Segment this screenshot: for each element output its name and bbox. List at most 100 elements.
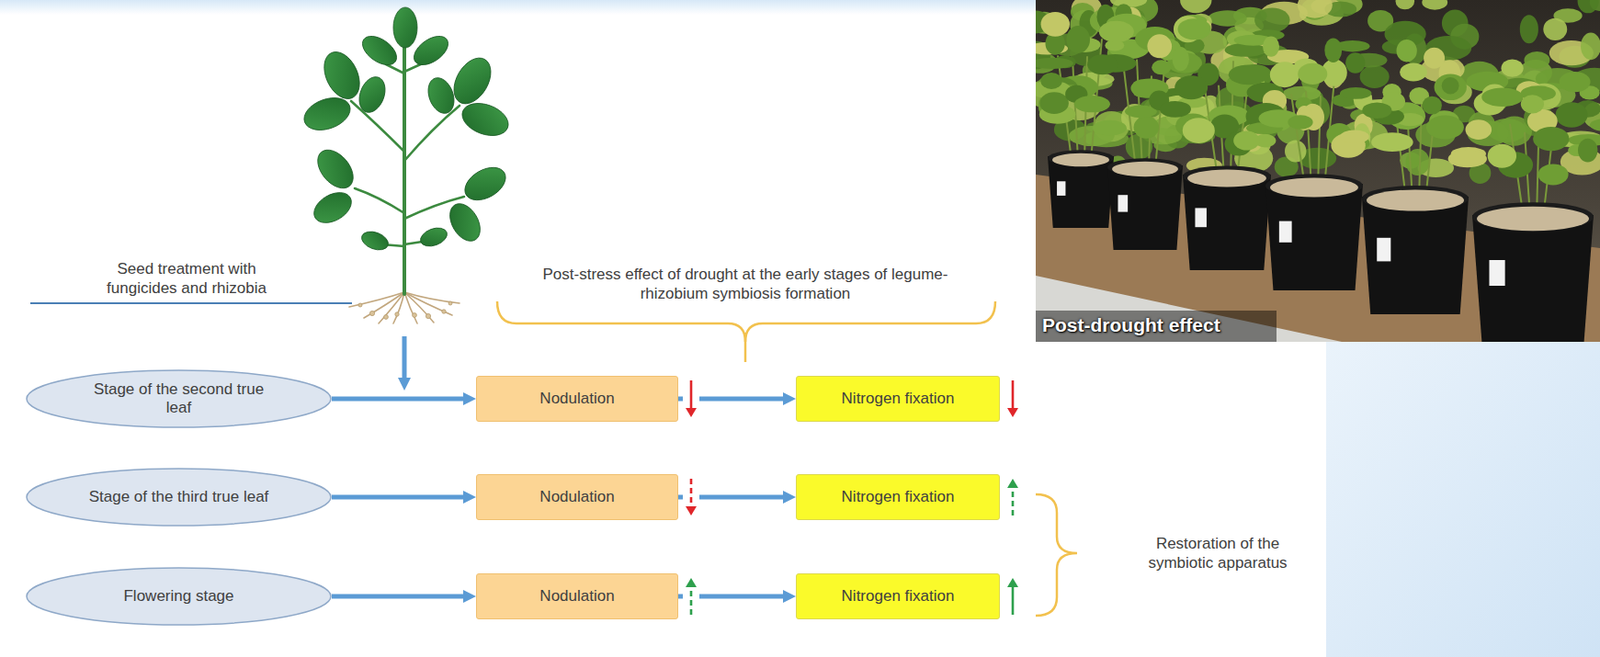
photo-leaf — [1040, 72, 1062, 90]
photo-leaf — [1399, 62, 1428, 81]
photo-leaf — [1371, 132, 1414, 152]
photo-pot — [1361, 196, 1469, 315]
indicator-shaft — [690, 380, 693, 409]
photo-leaf — [1523, 51, 1550, 69]
pot-rim — [1265, 173, 1363, 197]
nodulation-box: Nodulation — [476, 474, 679, 521]
indicator-head — [685, 506, 697, 516]
photo-leaf — [1074, 95, 1111, 113]
node-text: Nodulation — [539, 587, 614, 606]
fixation-box: Nitrogen fixation — [795, 474, 1000, 521]
photo-leaf — [1297, 0, 1333, 19]
pot-rim — [1472, 202, 1594, 232]
photo-leaf — [1361, 102, 1392, 119]
pot-soil — [1187, 169, 1267, 187]
photo-leaf — [1151, 59, 1171, 75]
photo-leaf — [1041, 11, 1070, 37]
photo-leaf — [1180, 0, 1212, 13]
photo-leaf — [1345, 52, 1365, 74]
side-panel — [1326, 341, 1600, 657]
photo-leaf — [1287, 114, 1313, 129]
indicator-head — [685, 578, 697, 588]
photo-leaf — [1481, 87, 1523, 107]
photo-leaf — [1543, 18, 1567, 41]
photo-stem — [1072, 58, 1079, 160]
stage-ellipse: Flowering stage — [25, 567, 332, 626]
photo-leaf — [1577, 138, 1598, 163]
photo-leaf — [1532, 126, 1569, 151]
photo-leaf — [1099, 21, 1135, 43]
photo-leaf — [1174, 75, 1208, 100]
bracket-tick — [744, 332, 748, 363]
pot-soil — [1270, 177, 1359, 197]
photo-pot — [1182, 174, 1271, 271]
seed-line — [30, 302, 352, 305]
indicator-ground — [682, 473, 700, 522]
photo-leaf — [1039, 91, 1068, 114]
photo-leaf — [1426, 115, 1464, 140]
photo-leaf — [1538, 163, 1569, 185]
photo-caption: Post-drought effect — [1042, 315, 1221, 335]
photo-leaf — [1487, 144, 1517, 169]
fixation-box: Nitrogen fixation — [795, 375, 1000, 422]
node-text: Nitrogen fixation — [841, 487, 955, 507]
photo-leaf — [1178, 18, 1212, 40]
decrease-arrow — [1007, 380, 1019, 418]
photo-leaf — [1421, 0, 1448, 11]
photo-leaf — [1087, 54, 1118, 75]
indicator-shaft — [1011, 586, 1015, 615]
photo-pot — [1047, 156, 1114, 228]
node-text: Stage of the second true leaf — [84, 380, 274, 418]
photo-leaf — [1270, 61, 1300, 88]
photo-leaf — [1434, 74, 1467, 102]
photo-leaf — [1339, 87, 1372, 100]
fixation-box: Nitrogen fixation — [795, 573, 1000, 620]
photo-leaf — [1396, 39, 1418, 63]
nodulation-box: Nodulation — [476, 573, 679, 620]
photo-leaf — [1284, 140, 1306, 163]
pot-tag — [1488, 260, 1505, 286]
photo-leaf — [1035, 57, 1074, 69]
node-text: Stage of the third true leaf — [89, 487, 270, 507]
flow-arrow — [331, 397, 467, 402]
pot-tag — [1279, 221, 1293, 243]
greenhouse-photo — [1035, 0, 1600, 342]
annotation-label: Restoration of the symbiotic apparatus — [1134, 533, 1301, 573]
photo-leaf — [1500, 59, 1523, 78]
flow-arrow — [331, 594, 467, 600]
photo-pot — [1265, 183, 1363, 291]
increase-arrow — [682, 572, 700, 621]
photo-leaf — [1441, 77, 1460, 95]
flow-arrow — [331, 495, 467, 500]
nodulation-box: Nodulation — [476, 375, 679, 422]
decrease-arrow — [682, 374, 700, 423]
pot-tag — [1056, 181, 1066, 196]
photo-leaf — [1589, 118, 1600, 132]
photo-leaf — [1577, 0, 1600, 13]
photo-leaf — [1423, 47, 1445, 69]
indicator-ground — [682, 572, 700, 621]
node-text: Nodulation — [539, 389, 614, 409]
node-text: Nitrogen fixation — [841, 389, 955, 409]
photo-leaf — [1066, 25, 1090, 54]
node-text: Nodulation — [539, 487, 614, 507]
photo-leaf — [1262, 35, 1280, 57]
photo-leaf — [1134, 115, 1160, 139]
pot-soil — [1052, 153, 1110, 167]
photo-leaf — [1422, 96, 1442, 115]
photo-leaf — [1360, 65, 1390, 89]
indicator-head — [685, 408, 697, 418]
photo-pot — [1107, 165, 1183, 250]
decrease-arrow — [682, 473, 700, 522]
plant-illustration — [299, 7, 513, 324]
photo-leaf — [1559, 71, 1591, 92]
indicator-ground — [682, 374, 700, 423]
photo-leaf — [1208, 10, 1248, 27]
photo-leaf — [1092, 120, 1127, 137]
ellipse-shape — [26, 370, 331, 428]
photo-leaf — [1228, 64, 1270, 85]
node-text: Nitrogen fixation — [841, 587, 955, 606]
